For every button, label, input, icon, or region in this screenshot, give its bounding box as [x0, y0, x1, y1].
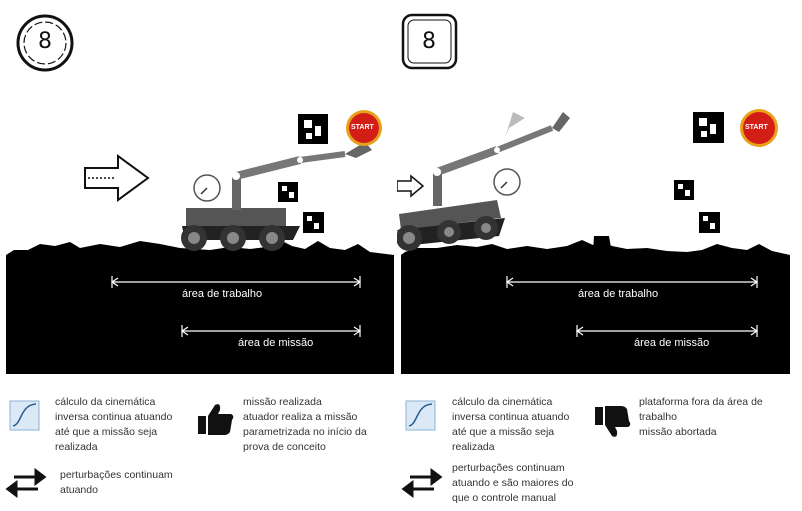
legend-line: trabalho: [639, 411, 677, 423]
legend-line: realizada: [55, 441, 98, 453]
legend-line: realizada: [452, 441, 495, 453]
legend-line: que o controle manual: [452, 492, 556, 504]
legend-outcome: missão realizada atuador realiza a missã…: [243, 395, 367, 455]
rover-robot: [181, 142, 372, 251]
legend-line: missão abortada: [639, 426, 717, 438]
rover-robot: [397, 112, 570, 251]
start-label: START: [745, 124, 768, 131]
gauge-icon: [493, 168, 521, 196]
scene-right: [397, 13, 790, 498]
fiducial-marker-icon: [674, 112, 724, 233]
legend-line: plataforma fora da área de: [639, 396, 763, 408]
work-area-dimension: [110, 276, 362, 288]
legend-line: atuando e são maiores do: [452, 477, 574, 489]
badge-number: 8: [38, 29, 52, 54]
legend-line: cálculo da cinemática: [452, 396, 553, 408]
legend-line: até que a missão seja: [452, 426, 555, 438]
terrain-ground: [401, 240, 790, 374]
thumbs-up-icon: [198, 404, 234, 435]
fiducial-marker-icon: [278, 114, 328, 233]
gauge-icon: [193, 174, 221, 202]
legend-line: cálculo da cinemática: [55, 396, 156, 408]
mission-area-label: área de missão: [634, 337, 710, 349]
thumbs-down-icon: [595, 406, 631, 437]
direction-arrow-icon: [397, 174, 425, 198]
legend-line: inversa continua atuando: [55, 411, 173, 423]
legend-line: atuando: [60, 484, 98, 496]
start-button-icon: [740, 109, 778, 147]
legend-line: prova de conceito: [243, 441, 326, 453]
legend-line: inversa continua atuando: [452, 411, 570, 423]
terrain-ground: [6, 240, 394, 374]
curve-graph-icon: [405, 400, 436, 431]
legend-line: missão realizada: [243, 396, 322, 408]
work-area-label: área de trabalho: [182, 288, 263, 300]
mission-area-dimension: [575, 325, 759, 337]
badge-square-icon: [401, 13, 458, 70]
panel-mission-success: 8 START área de trabalho área de missão …: [5, 14, 394, 498]
work-area-dimension: [505, 276, 759, 288]
mission-area-label: área de missão: [238, 337, 314, 349]
badge-circle-icon: [16, 14, 74, 72]
bidirectional-arrows-icon: [401, 468, 443, 498]
legend-perturbation: perturbações continuam atuando: [60, 468, 173, 498]
work-area-label: área de trabalho: [578, 288, 659, 300]
legend-kinematics: cálculo da cinemática inversa continua a…: [452, 395, 569, 455]
start-button-icon: [346, 110, 382, 146]
badge-number: 8: [422, 29, 436, 54]
legend-kinematics: cálculo da cinemática inversa continua a…: [55, 395, 172, 455]
legend-line: perturbações continuam: [452, 462, 565, 474]
start-label: START: [351, 124, 374, 131]
legend-line: até que a missão seja: [55, 426, 158, 438]
legend-line: perturbações continuam: [60, 469, 173, 481]
curve-graph-icon: [9, 400, 40, 431]
bidirectional-arrows-icon: [5, 468, 47, 498]
panel-mission-aborted: 8 START área de trabalho área de missão …: [397, 0, 802, 511]
legend-perturbation: perturbações continuam atuando e são mai…: [452, 461, 573, 506]
legend-line: parametrizada no início da: [243, 426, 367, 438]
mission-area-dimension: [180, 325, 362, 337]
legend-line: atuador realiza a missão: [243, 411, 358, 423]
scene-left: [5, 14, 394, 498]
legend-outcome: plataforma fora da área de trabalho miss…: [639, 395, 763, 440]
direction-arrow-icon: [84, 154, 150, 202]
